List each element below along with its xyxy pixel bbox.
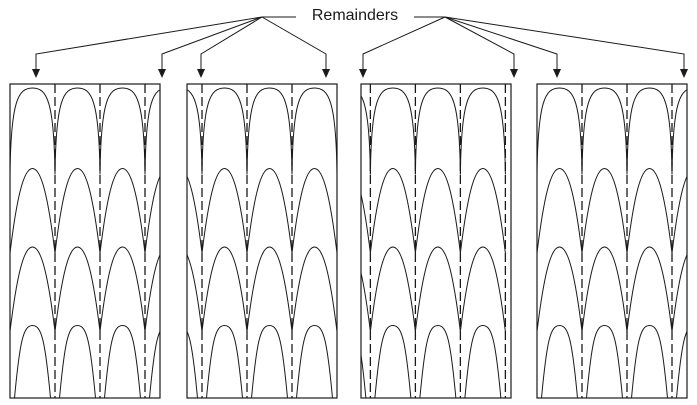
remainder-arrow [161,16,263,72]
arch-row-4 [296,324,333,398]
arch-row-2 [369,167,416,254]
arch-row-3 [361,270,371,332]
arch-row-4 [419,324,457,398]
arch-row-3 [581,246,628,332]
arch-row-1 [369,87,416,175]
arch-row-3 [187,253,203,332]
arch-row-3 [99,246,146,332]
arrowhead [32,69,40,78]
arch-row-2 [671,175,687,254]
panel-frame [186,83,338,399]
arch-row-3 [144,253,160,332]
arch-row-4 [59,324,96,398]
arch-row-2 [537,167,583,254]
arch-row-1 [187,89,203,175]
remainder-arrow [200,16,263,72]
arch-row-3 [537,246,583,332]
arch-row-2 [459,167,506,254]
arch-row-4 [464,324,502,398]
arch-row-2 [246,167,293,254]
arrowhead [680,69,688,78]
arch-row-1 [144,89,160,175]
arch-row-4 [251,324,288,398]
arch-row-2 [626,167,673,254]
remainder-arrow [362,16,446,72]
arch-row-2 [291,167,337,254]
arch-row-4 [586,324,623,398]
arch-row-2 [581,167,628,254]
arrowhead [510,69,518,78]
arrowhead [197,69,205,78]
arch-row-1 [671,89,687,175]
arch-row-1 [54,87,101,175]
arch-row-4 [676,330,687,398]
arch-row-2 [201,167,248,254]
arch-row-1 [414,87,461,175]
arch-row-1 [291,87,337,175]
arch-row-3 [414,246,461,332]
arch-row-1 [361,94,371,175]
arch-row-2 [414,167,461,254]
arch-row-4 [187,330,198,398]
arch-row-1 [537,87,583,175]
arch-row-1 [246,87,293,175]
arch-row-3 [459,246,506,332]
arch-row-4 [14,324,51,398]
arch-row-4 [541,324,578,398]
arch-row-3 [246,246,293,332]
arch-row-3 [10,246,56,332]
arch-row-2 [361,192,371,254]
panel-frame [9,83,161,399]
arch-row-2 [54,167,101,254]
arch-row-2 [187,175,203,254]
arch-row-1 [459,87,506,175]
remainder-arrow [444,16,685,72]
arch-row-2 [10,167,56,254]
arch-row-4 [206,324,243,398]
arch-row-3 [201,246,248,332]
panel-1 [9,83,161,399]
arch-row-4 [361,351,367,398]
panel-4 [536,83,688,399]
remainder-arrow [35,16,263,72]
arch-row-2 [99,167,146,254]
arch-row-1 [626,87,673,175]
arch-row-3 [369,246,416,332]
panel-3 [360,83,512,399]
arrowhead [322,69,330,78]
arrowhead [553,69,561,78]
arch-row-2 [144,175,160,254]
arrowhead [359,69,367,78]
remainder-arrow [444,16,558,72]
arch-row-1 [581,87,628,175]
panel-frame [536,83,688,399]
arch-row-4 [149,330,160,398]
arch-row-3 [291,246,337,332]
arch-row-1 [201,87,248,175]
remainders-label: Remainders [307,4,403,28]
arch-row-4 [104,324,141,398]
remainder-arrow [444,16,515,72]
arch-row-1 [10,87,56,175]
remainder-arrows [32,16,688,78]
arch-row-4 [631,324,668,398]
panel-frame [360,83,512,399]
arch-row-3 [626,246,673,332]
arch-row-1 [99,87,146,175]
remainder-arrow [261,16,327,72]
arch-row-3 [671,253,687,332]
arrowhead [158,69,166,78]
arch-row-3 [54,246,101,332]
arch-row-4 [374,324,412,398]
panels-group [9,83,688,399]
panel-2 [186,83,338,399]
